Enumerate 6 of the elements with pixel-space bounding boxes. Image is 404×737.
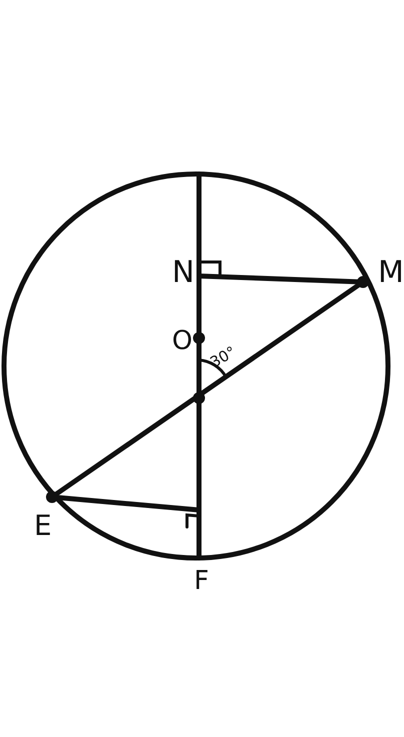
point-label: E <box>34 512 52 540</box>
point-label: M <box>378 258 404 288</box>
point-label: F <box>194 568 209 594</box>
point-label: O <box>172 328 192 354</box>
angle-label: 30° <box>208 344 239 371</box>
point-label: N <box>172 258 194 288</box>
